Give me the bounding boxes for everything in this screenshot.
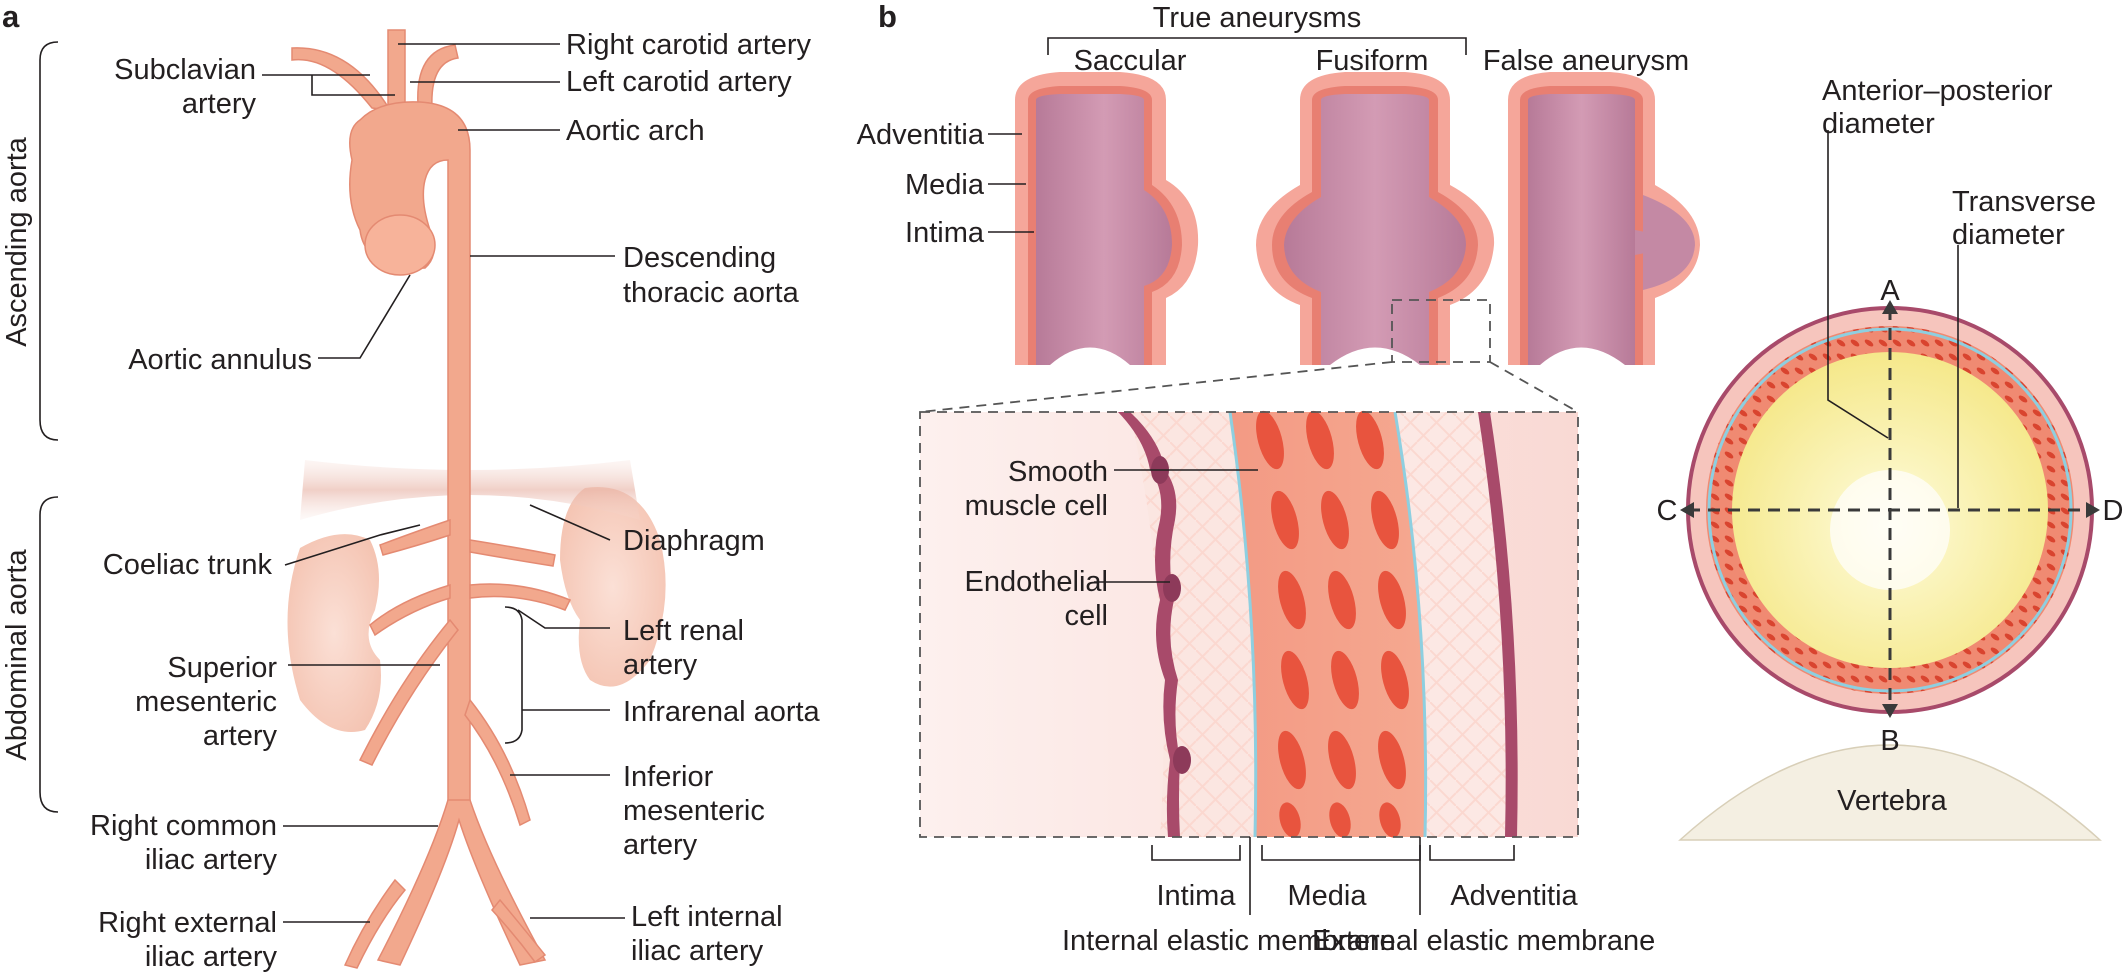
inferior-mesenteric-label-2: mesenteric xyxy=(623,795,765,827)
left-internal-iliac-shape xyxy=(491,898,547,964)
left-renal-shape xyxy=(469,583,572,611)
left-carotid-label: Left carotid artery xyxy=(566,66,792,98)
point-b-label: B xyxy=(1880,725,1899,757)
subclavian-artery-shape xyxy=(291,47,392,111)
left-renal-label-1: Left renal xyxy=(623,615,744,647)
zoom-line-right xyxy=(1489,361,1579,413)
arrow-a xyxy=(1882,300,1898,314)
abdominal-aorta-bracket xyxy=(39,496,59,813)
arrow-c xyxy=(1680,502,1694,518)
false-aneurysm-vessel xyxy=(1508,72,1700,365)
adventitia-label: Adventitia xyxy=(857,119,985,151)
intima-label: Intima xyxy=(905,217,985,249)
ascending-aorta-label: Ascending aorta xyxy=(1,136,33,346)
aortic-arch-label: Aortic arch xyxy=(566,115,705,147)
infrarenal-aorta-label: Infrarenal aorta xyxy=(623,696,821,728)
diaphragm-label: Diaphragm xyxy=(623,525,765,557)
right-external-iliac-label-2: iliac artery xyxy=(145,941,278,973)
wall-section-zoom xyxy=(919,410,1579,838)
right-renal-shape xyxy=(369,583,451,637)
superior-mesenteric-shape xyxy=(358,618,459,766)
adventitia-bracket xyxy=(1429,845,1515,861)
panel-b-label: b xyxy=(878,0,897,34)
endothelial-label-2: cell xyxy=(1064,600,1108,632)
superior-mesenteric-label-3: artery xyxy=(203,720,278,752)
right-common-iliac-label-1: Right common xyxy=(90,810,277,842)
right-carotid-label: Right carotid artery xyxy=(566,29,811,61)
descending-thoracic-label-1: Descending xyxy=(623,242,776,274)
panel-a-label: a xyxy=(2,0,20,34)
transverse-diameter-label-1: Transverse xyxy=(1952,186,2096,218)
ap-diameter-leader xyxy=(1827,130,1889,439)
ascending-aorta-bracket xyxy=(39,41,59,441)
coeliac-trunk-label: Coeliac trunk xyxy=(103,549,273,581)
fusiform-vessel xyxy=(1256,72,1495,365)
ap-diameter-label-2: diameter xyxy=(1822,108,1935,140)
left-renal-label-2: artery xyxy=(623,649,698,681)
bottom-intima-label: Intima xyxy=(1157,880,1237,912)
arrow-b xyxy=(1882,704,1898,718)
right-external-iliac-shape xyxy=(343,878,407,969)
media-bracket xyxy=(1261,845,1421,861)
coeliac-trunk-shape xyxy=(379,518,451,556)
right-kidney xyxy=(287,534,381,732)
saccular-label: Saccular xyxy=(1074,45,1187,77)
superior-mesenteric-label-2: mesenteric xyxy=(135,686,277,718)
right-common-iliac-label-2: iliac artery xyxy=(145,844,278,876)
subclavian-artery-label-2: artery xyxy=(182,88,257,120)
false-aneurysm-label: False aneurysm xyxy=(1483,45,1689,77)
saccular-vessel xyxy=(1015,72,1199,365)
fusiform-label: Fusiform xyxy=(1316,45,1429,77)
external-elastic-label: External elastic membrane xyxy=(1312,925,1655,957)
vertebra-label: Vertebra xyxy=(1837,785,1947,817)
internal-elastic-label: Internal elastic membrane xyxy=(1062,925,1396,957)
intima-bracket xyxy=(1151,845,1241,861)
left-kidney xyxy=(560,487,666,687)
inferior-mesenteric-label-1: Inferior xyxy=(623,761,714,793)
left-internal-iliac-label-2: iliac artery xyxy=(631,935,764,967)
vertebra-shape xyxy=(1678,744,2102,841)
aortic-root-bulb xyxy=(364,214,436,276)
superior-mesenteric-label-1: Superior xyxy=(167,652,277,684)
renal-branch-shape xyxy=(469,539,556,567)
true-aneurysms-label: True aneurysms xyxy=(1153,2,1361,34)
descending-thoracic-label-2: thoracic aorta xyxy=(623,277,800,309)
bottom-adventitia-label: Adventitia xyxy=(1450,880,1578,912)
aorta-illustration xyxy=(287,29,666,969)
point-d-label: D xyxy=(2103,495,2123,527)
smooth-muscle-label-1: Smooth xyxy=(1008,456,1108,488)
inferior-mesenteric-label-3: artery xyxy=(623,829,698,861)
true-aneurysms-bracket xyxy=(1047,37,1467,55)
panel-a-leaders xyxy=(262,43,625,923)
iliac-bifurcation-shape xyxy=(376,799,547,966)
left-carotid-shape xyxy=(417,44,459,109)
endothelial-label-1: Endothelial xyxy=(965,566,1109,598)
left-internal-iliac-label-1: Left internal xyxy=(631,901,783,933)
transverse-diameter-label-2: diameter xyxy=(1952,219,2065,251)
point-c-label: C xyxy=(1657,495,1678,527)
smooth-muscle-label-2: muscle cell xyxy=(965,490,1108,522)
arrow-d xyxy=(2086,502,2100,518)
abdominal-aorta-label: Abdominal aorta xyxy=(1,549,33,761)
inferior-mesenteric-shape xyxy=(464,698,531,827)
point-a-label: A xyxy=(1880,275,1900,307)
ap-diameter-label-1: Anterior–posterior xyxy=(1822,75,2053,107)
zoom-line-left xyxy=(919,361,1393,413)
right-external-iliac-label-1: Right external xyxy=(98,907,277,939)
aorta-cross-section xyxy=(1678,300,2102,841)
right-carotid-shape xyxy=(387,29,406,106)
subclavian-artery-label-1: Subclavian xyxy=(114,54,256,86)
aortic-annulus-label: Aortic annulus xyxy=(128,344,312,376)
zoom-source-box xyxy=(1391,299,1491,363)
bottom-media-label: Media xyxy=(1288,880,1368,912)
media-label: Media xyxy=(905,169,985,201)
